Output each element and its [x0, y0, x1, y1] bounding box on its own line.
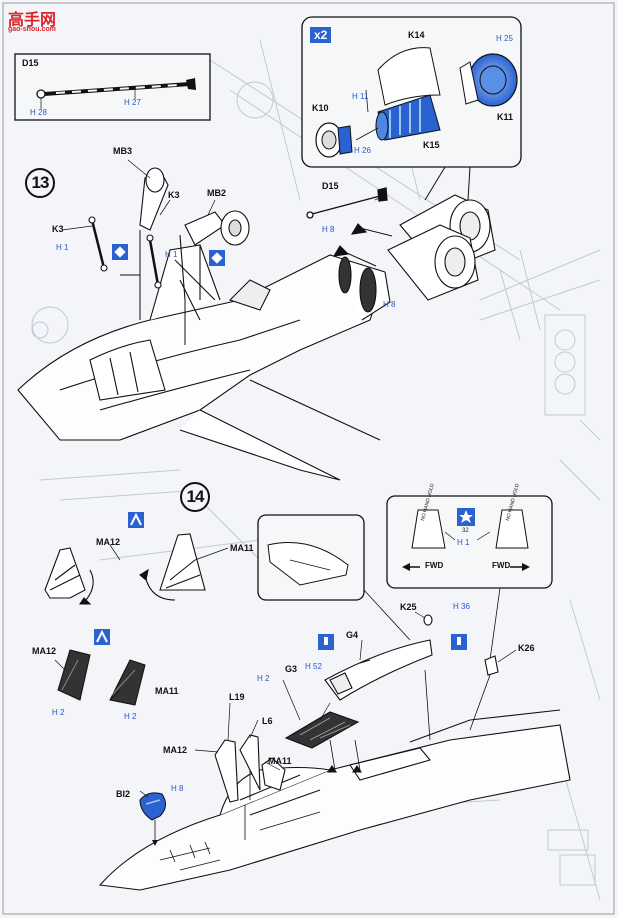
label-k26: K26 [518, 643, 535, 653]
label-k14: K14 [408, 30, 425, 40]
label-l19: L19 [229, 692, 245, 702]
href-d15-mid: H 27 [124, 98, 141, 107]
landing-gear-parts [88, 167, 250, 345]
blue-diamond-markers [112, 244, 225, 266]
watermark-brand: 高手网 [8, 12, 57, 29]
href-ma12: H 2 [52, 708, 65, 717]
decal-inset [386, 495, 553, 661]
href-k11: H 25 [496, 34, 513, 43]
label-d15-box: D15 [22, 58, 39, 68]
href-g4: H 52 [305, 662, 322, 671]
href-d15-main: H 8 [322, 225, 335, 234]
nozzle-inset [301, 16, 522, 201]
label-k25: K25 [400, 602, 417, 612]
label-mb3: MB3 [113, 146, 133, 156]
href-k15: H 11 [352, 92, 369, 101]
leader-lines [54, 159, 517, 798]
label-ma12-top: MA12 [96, 537, 121, 547]
fwd-right-label: FWD [492, 561, 511, 570]
d15-inset [14, 53, 211, 121]
seat-parts-top [44, 533, 206, 605]
canopy-inset [257, 514, 411, 641]
fwd-left-label: FWD [425, 561, 444, 570]
href-ma11: H 2 [124, 712, 137, 721]
label-k11: K11 [497, 112, 514, 122]
label-bi2: BI2 [116, 789, 131, 799]
label-ma11-mid: MA11 [155, 686, 179, 696]
label-l6: L6 [262, 716, 273, 726]
watermark-url: gao-shou.com [8, 26, 56, 33]
href-decal: H 1 [457, 538, 470, 547]
label-g3: G3 [285, 664, 298, 674]
blue-chevron-markers [94, 512, 144, 645]
href-bi2: H 8 [171, 784, 184, 793]
step-14-marker: 14 [180, 482, 210, 512]
step-13-marker: 13 [25, 168, 55, 198]
label-ma11-top: MA11 [230, 543, 254, 553]
bi2-part [139, 792, 166, 846]
label-ma12-mid: MA12 [32, 646, 57, 656]
label-g4: G4 [346, 630, 359, 640]
exhaust-cans [332, 194, 496, 301]
label-mb2: MB2 [207, 188, 227, 198]
label-k3-left: K3 [52, 224, 64, 234]
label-ma12-low: MA12 [163, 745, 188, 755]
href-d15-left: H 28 [30, 108, 47, 117]
aircraft-forward [98, 669, 571, 891]
label-k3-upper: K3 [168, 190, 180, 200]
label-k15: K15 [423, 140, 440, 150]
seat-parts-dark [57, 649, 146, 706]
label-d15-main: D15 [322, 181, 339, 191]
href-g3: H 2 [257, 674, 270, 683]
href-mb2: H 1 [165, 250, 178, 259]
canopy-parts [284, 614, 499, 749]
decal-number: 32 [462, 528, 469, 534]
label-ma11-low: MA11 [268, 756, 292, 766]
d15-part [306, 187, 388, 219]
href-k3: H 1 [56, 243, 69, 252]
x2-callout: x2 [310, 27, 332, 43]
aircraft-rear [17, 244, 391, 481]
href-exhaust: H 8 [383, 300, 396, 309]
label-k10: K10 [312, 103, 329, 113]
href-k25: H 36 [453, 602, 470, 611]
href-k10: H 26 [354, 146, 371, 155]
